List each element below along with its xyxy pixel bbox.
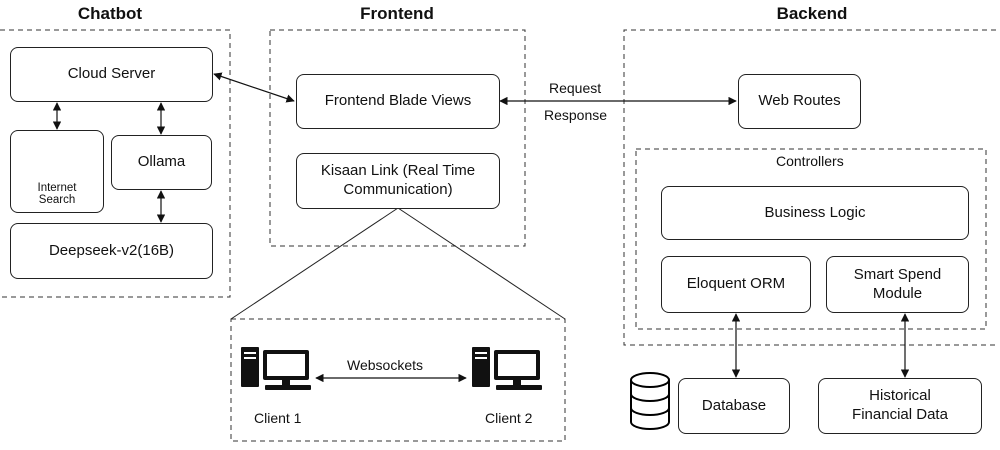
chatbot-container [0, 29, 231, 298]
request-label: Request [549, 80, 602, 96]
database-icon [630, 372, 670, 430]
arrow-cloud-frontend [213, 72, 295, 103]
controllers-container [635, 148, 987, 330]
ollama-box: Ollama [111, 135, 212, 190]
historical-financial-data-box: Historical Financial Data [818, 378, 982, 434]
frontend-blade-views-box: Frontend Blade Views [296, 74, 500, 129]
eloquent-orm-box: Eloquent ORM [661, 256, 811, 313]
cloud-server-box: Cloud Server [10, 47, 213, 102]
section-title-frontend: Frontend [360, 4, 434, 23]
websockets-label: Websockets [347, 357, 423, 373]
section-title-chatbot: Chatbot [77, 4, 143, 23]
response-label: Response [544, 107, 608, 123]
clients-container [230, 318, 566, 442]
computer-icon [472, 347, 542, 390]
computer-icon [241, 347, 311, 390]
smart-spend-module-box: Smart Spend Module [826, 256, 969, 313]
client-2-label: Client 2 [485, 410, 533, 426]
internet-search-box: Internet Search [10, 130, 104, 213]
business-logic-box: Business Logic [661, 186, 969, 240]
deepseek-box: Deepseek-v2(16B) [10, 223, 213, 279]
client-1-label: Client 1 [254, 410, 302, 426]
controllers-label: Controllers [776, 153, 844, 169]
kisaan-link-box: Kisaan Link (Real Time Communication) [296, 153, 500, 209]
frontend-container [269, 29, 526, 247]
zoom-line-right [397, 207, 566, 320]
internet-search-label: Internet Search [37, 181, 77, 207]
database-box: Database [678, 378, 790, 434]
backend-container [623, 29, 996, 346]
web-routes-box: Web Routes [738, 74, 861, 129]
zoom-line-left [230, 207, 399, 320]
section-title-backend: Backend [776, 4, 848, 23]
